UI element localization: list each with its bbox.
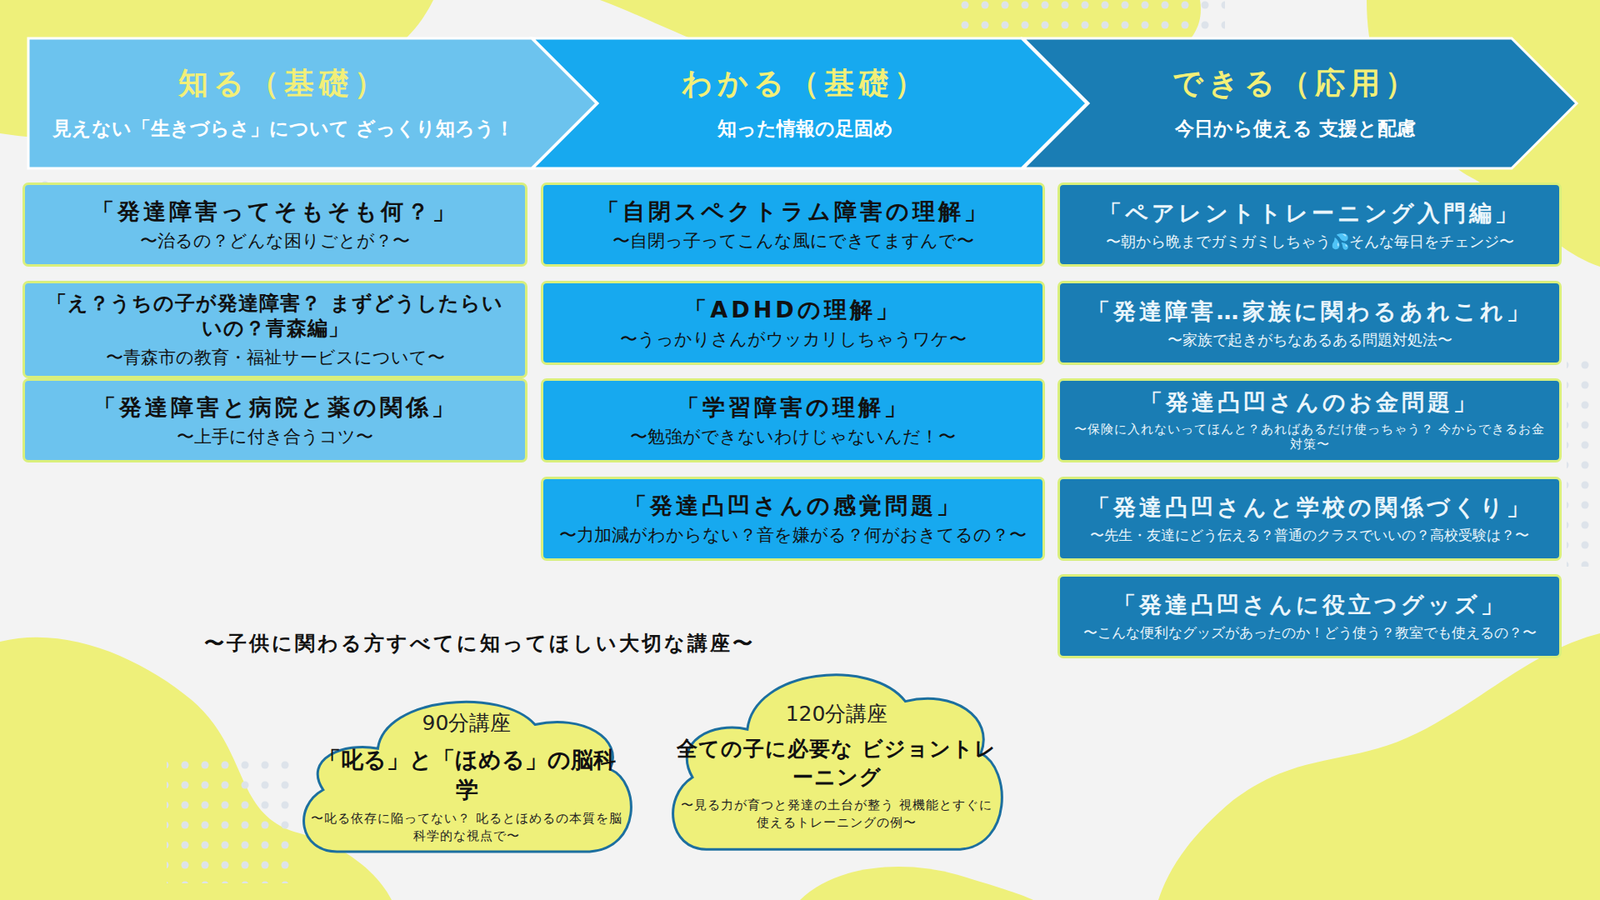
lecture-box: 「学習障害の理解」〜勉強ができないわけじゃないんだ！〜 [540,378,1045,463]
lecture-cloud: 90分講座「叱る」と「ほめる」の脳科学〜叱る依存に陥ってない？ 叱るとほめるの本… [295,683,638,855]
node-subtitle: 知った情報の足固め [717,115,894,143]
chevron-shape [28,38,597,169]
chevron-shape [1023,38,1577,169]
node-subtitle: 〜叱る依存に陥ってない？ 叱るとほめるの本質を脳科学的な視点で〜 [307,810,626,845]
node-subtitle: 〜青森市の教育・福祉サービスについて〜 [105,346,445,369]
chevron-fill [1023,38,1577,169]
node-title: 「学習障害の理解」 [676,393,910,422]
node-title: 120分講座 [785,700,889,727]
cloud-outline [304,701,632,852]
node-subtitle: 今日から使える 支援と配慮 [1175,115,1416,143]
lecture-cloud: 120分講座全ての子に必要な ビジョントレーニング〜見る力が育つと発達の土台が整… [665,653,1009,854]
dot-grid [166,758,292,884]
node-title: 知る（基礎） [178,64,390,102]
node-subtitle: 〜保険に入れないってほんと？あればあるだけ使っちゃう？ 今からできるお金対策〜 [1071,421,1548,453]
section-note: 〜子供に関わる方すべてに知ってほしい大切な講座〜 [204,630,755,657]
blob [1158,633,1600,900]
node-subtitle: 「叱る」と「ほめる」の脳科学 [307,745,626,806]
node-subtitle: 〜先生・友達にどう伝える？普通のクラスでいいの？高校受験は？〜 [1090,526,1530,544]
dot-grid [1566,350,1600,567]
stage-chevron: できる（応用） 今日から使える 支援と配慮 [1023,38,1577,169]
node-title: 「発達凸凹さんと学校の関係づくり」 [1087,493,1533,522]
dot-grid [958,0,1225,42]
chevron-shape [532,38,1087,169]
node-title: 「発達凸凹さんのお金問題」 [1140,388,1480,417]
lecture-box: 「ADHDの理解」〜うっかりさんがウッカリしちゃうワケ〜 [540,280,1045,365]
node-subtitle: 〜治るの？どんな困りごとが？〜 [140,230,410,252]
node-subtitle: 〜勉強ができないわけじゃないんだ！〜 [630,425,956,448]
node-title: 「ADHDの理解」 [684,295,901,325]
lecture-box: 「発達凸凹さんに役立つグッズ」〜こんな便利なグッズがあったのか！どう使う？教室で… [1057,574,1562,659]
node-title: 「発達障害と病院と薬の関係」 [93,393,458,422]
node-title: 「発達障害…家族に関わるあれこれ」 [1087,297,1533,326]
node-title: 「ペアレントトレーニング入門編」 [1099,199,1521,228]
node-subtitle: 〜こんな便利なグッズがあったのか！どう使う？教室でも使えるの？〜 [1083,624,1537,641]
node-title: できる（応用） [1172,64,1420,102]
lecture-box: 「発達凸凹さんのお金問題」〜保険に入れないってほんと？あればあるだけ使っちゃう？… [1057,378,1562,463]
lecture-box: 「発達障害と病院と薬の関係」〜上手に付き合うコツ〜 [22,378,528,463]
node-subtitle: 〜上手に付き合うコツ〜 [176,425,374,448]
lecture-box: 「発達障害ってそもそも何？」〜治るの？どんな困りごとが？〜 [22,182,528,267]
node-title: 「発達障害ってそもそも何？」 [91,197,459,226]
lecture-box: 「発達凸凹さんの感覚問題」〜力加減がわからない？音を嫌がる？何がおきてるの？〜 [540,476,1045,561]
node-subtitle: 全ての子に必要な ビジョントレーニング [676,735,997,792]
node-subtitle: 〜家族で起きがちなあるある問題対処法〜 [1167,330,1453,350]
node-subtitle: 〜力加減がわからない？音を嫌がる？何がおきてるの？〜 [559,524,1027,546]
lecture-box: 「発達凸凹さんと学校の関係づくり」〜先生・友達にどう伝える？普通のクラスでいいの… [1057,476,1562,561]
stage-chevron: わかる（基礎） 知った情報の足固め [532,38,1087,169]
cloud-outline [673,675,1003,850]
node-title: 「自閉スペクトラム障害の理解」 [596,197,990,226]
node-subtitle: 〜見る力が育つと発達の土台が整う 視機能とすぐに使えるトレーニングの例〜 [676,796,997,831]
node-subtitle: 〜朝から晩までガミガミしちゃう💦そんな毎日をチェンジ〜 [1105,232,1515,251]
lecture-box: 「え？うちの子が発達障害？ まずどうしたらいいの？青森編」〜青森市の教育・福祉サ… [22,280,528,379]
lecture-box: 「自閉スペクトラム障害の理解」〜自閉っ子ってこんな風にできてますんで〜 [540,182,1045,267]
blob [800,866,1034,900]
node-subtitle: 見えない「生きづらさ」について ざっくり知ろう！ [52,115,515,143]
stage-chevron: 知る（基礎） 見えない「生きづらさ」について ざっくり知ろう！ [28,38,597,169]
node-subtitle: 〜うっかりさんがウッカリしちゃうワケ〜 [620,328,967,350]
chevron-fill [28,38,597,169]
chevron-fill [532,38,1087,169]
node-title: わかる（基礎） [681,64,930,102]
node-subtitle: 〜自閉っ子ってこんな風にできてますんで〜 [612,230,975,252]
node-title: 「発達凸凹さんに役立つグッズ」 [1113,590,1507,620]
node-title: 「え？うちの子が発達障害？ まずどうしたらいいの？青森編」 [36,290,514,342]
lecture-box: 「発達障害…家族に関わるあれこれ」〜家族で起きがちなあるある問題対処法〜 [1057,280,1562,365]
node-title: 「発達凸凹さんの感覚問題」 [624,491,963,520]
lecture-box: 「ペアレントトレーニング入門編」〜朝から晩までガミガミしちゃう💦そんな毎日をチェ… [1057,182,1562,267]
node-title: 90分講座 [422,710,512,736]
